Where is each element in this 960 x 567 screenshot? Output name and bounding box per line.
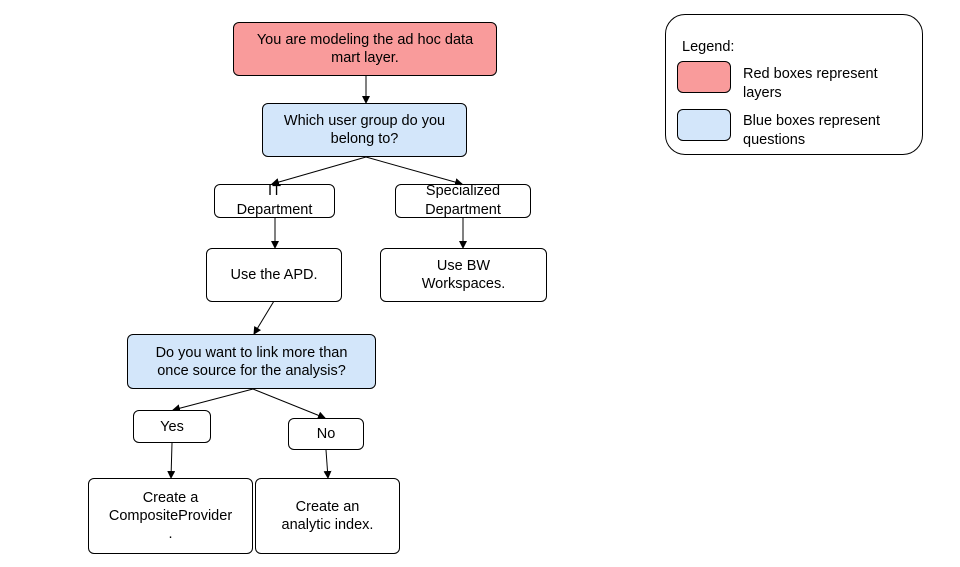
specialized-department-box: Specialized Department xyxy=(395,184,531,218)
use-apd-box: Use the APD. xyxy=(206,248,342,302)
legend-blue-swatch xyxy=(677,109,731,141)
arrow-apd-to-question xyxy=(253,300,275,335)
arrow-question-to-no xyxy=(252,388,326,420)
arrow-question-to-yes xyxy=(172,388,254,413)
start-layer-box: You are modeling the ad hoc data mart la… xyxy=(233,22,497,76)
no-box: No xyxy=(288,418,364,450)
legend-panel: Legend: Red boxes represent layers Blue … xyxy=(665,14,923,155)
legend-title: Legend: xyxy=(682,39,735,55)
arrow-no-to-analytic xyxy=(323,449,332,479)
user-group-question-box: Which user group do you belong to? xyxy=(262,103,467,157)
use-bw-workspaces-box: Use BW Workspaces. xyxy=(380,248,547,302)
legend-red-swatch xyxy=(677,61,731,93)
link-sources-question-box: Do you want to link more than once sourc… xyxy=(127,334,376,389)
create-analytic-index-box: Create an analytic index. xyxy=(255,478,400,554)
legend-blue-label: Blue boxes represent questions xyxy=(743,113,881,148)
yes-box: Yes xyxy=(133,410,211,443)
legend-red-label: Red boxes represent layers xyxy=(743,66,878,101)
arrow-yes-to-composite xyxy=(167,442,176,479)
arrow-question-to-it xyxy=(271,156,367,186)
arrow-question-to-specialized xyxy=(365,156,463,186)
create-compositeprovider-box: Create a CompositeProvider . xyxy=(88,478,253,554)
it-department-box: IT Department xyxy=(214,184,335,218)
